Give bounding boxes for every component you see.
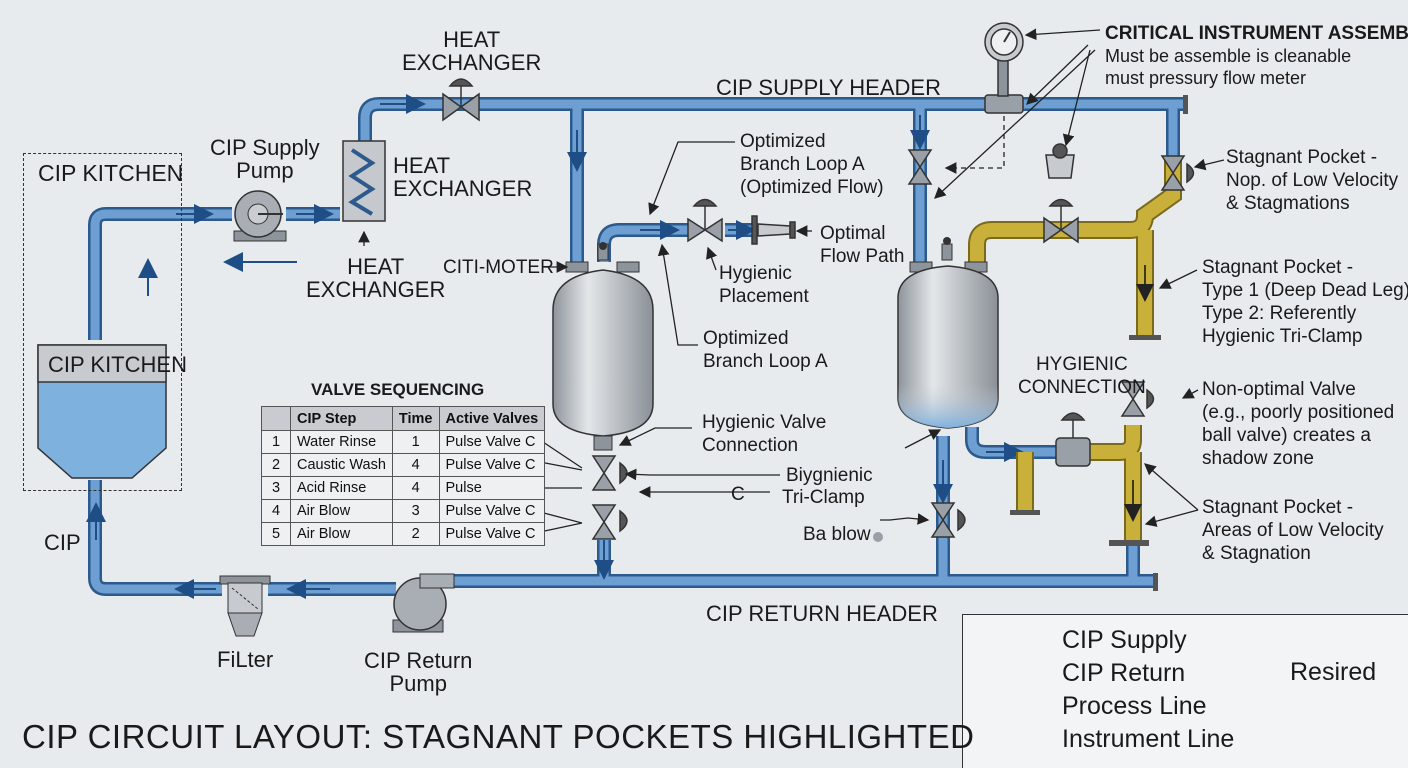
process-vessel-2 — [897, 237, 999, 429]
table-cell: 5 — [261, 522, 291, 546]
table-cell: Caustic Wash — [290, 453, 393, 477]
cip-kitchen-boundary — [23, 153, 182, 491]
c-marker-label: C — [731, 484, 745, 505]
table-row: 5 Air Blow 2 Pulse Valve C — [261, 522, 546, 546]
heat-exchanger-block — [342, 140, 386, 222]
table-header-valves: Active Valves — [438, 406, 546, 431]
table-cell: Pulse — [438, 476, 546, 500]
table-cell: 4 — [261, 499, 291, 523]
table-row: 4 Air Blow 3 Pulse Valve C — [261, 499, 546, 523]
non-optimal-valve-label: Non-optimal Valve(e.g., poorly positione… — [1202, 379, 1395, 469]
table-cell: 1 — [391, 430, 440, 454]
valve-sequencing-table: CIP Step Time Active Valves 1 Water Rins… — [261, 406, 546, 546]
table-cell: 2 — [261, 453, 291, 477]
table-cell: 3 — [261, 476, 291, 500]
valve-sequencing-title: VALVE SEQUENCING — [311, 380, 485, 399]
table-cell: Pulse Valve C — [438, 499, 546, 523]
biygnienic-label: Biygnienic — [786, 465, 873, 486]
table-cell: 1 — [261, 430, 291, 454]
table-cell: Pulse Valve C — [438, 453, 546, 477]
table-cell: 2 — [391, 522, 440, 546]
table-row: 1 Water Rinse 1 Pulse Valve C — [261, 430, 546, 454]
table-cell: Pulse Valve C — [438, 522, 546, 546]
cip-supply-pump — [233, 190, 287, 242]
tri-clamp-label: Tri-Clamp — [782, 487, 865, 508]
ba-blow-port — [873, 532, 883, 542]
table-row: 3 Acid Rinse 4 Pulse — [261, 476, 546, 500]
stagnant-pocket-areas-label: Stagnant Pocket -Areas of Low Velocity& … — [1202, 497, 1384, 564]
cip-return-pump — [392, 573, 455, 633]
cip-supply-header-label: CIP SUPPLY HEADER — [716, 75, 941, 100]
process-vessel-1 — [552, 242, 654, 451]
cip-kitchen-tank-label: CIP KITCHEN — [48, 352, 187, 377]
table-cell: Water Rinse — [290, 430, 393, 454]
legend-process-line: Process Line — [1062, 692, 1207, 720]
diagram-title: CIP CIRCUIT LAYOUT: STAGNANT POCKETS HIG… — [22, 718, 975, 755]
table-cell: 3 — [391, 499, 440, 523]
callout-lines — [358, 28, 1225, 533]
instrument-dashed-lines — [944, 116, 1005, 174]
table-header-row: CIP Step Time Active Valves — [261, 406, 546, 431]
legend-cip-return: CIP Return — [1062, 659, 1186, 687]
valves — [442, 22, 1195, 540]
table-cell: Pulse Valve C — [438, 430, 546, 454]
stagnant-pocket-nop-label: Stagnant Pocket -Nop. of Low Velocity& S… — [1226, 147, 1399, 214]
table-row: 2 Caustic Wash 4 Pulse Valve C — [261, 453, 546, 477]
ba-blow-label: Ba blow — [803, 524, 871, 545]
legend-resired: Resired — [1290, 658, 1377, 686]
cip-kitchen-tank — [37, 344, 167, 479]
cti-moter-label: CITI-MOTER — [443, 257, 554, 278]
table-header-index — [261, 406, 291, 431]
table-cell: Air Blow — [290, 522, 393, 546]
legend-instrument-line: Instrument Line — [1062, 725, 1235, 753]
critical-instrument-assembly-title: CRITICAL INSTRUMENT ASSEMBLY — [1105, 23, 1408, 44]
legend-panel — [962, 614, 1408, 768]
table-cell: 4 — [391, 453, 440, 477]
table-header-time: Time — [391, 406, 440, 431]
stagnant-pocket-type-label: Stagnant Pocket -Type 1 (Deep Dead Leg)T… — [1202, 257, 1408, 347]
table-cell: 4 — [391, 476, 440, 500]
table-header-step: CIP Step — [290, 406, 393, 431]
filter-unit — [219, 575, 271, 637]
stagnant-pipes — [968, 160, 1182, 546]
legend-cip-supply: CIP Supply — [1062, 626, 1187, 654]
flow-arrows — [86, 94, 1024, 599]
pipe-end-caps — [1153, 95, 1188, 591]
filter-label: FiLter — [217, 647, 274, 672]
table-cell: Air Blow — [290, 499, 393, 523]
table-cell: Acid Rinse — [290, 476, 393, 500]
cip-return-line-label: CIP — [44, 530, 81, 555]
cip-return-header-label: CIP RETURN HEADER — [706, 601, 938, 626]
cip-kitchen-box-label: CIP KITCHEN — [38, 160, 184, 186]
